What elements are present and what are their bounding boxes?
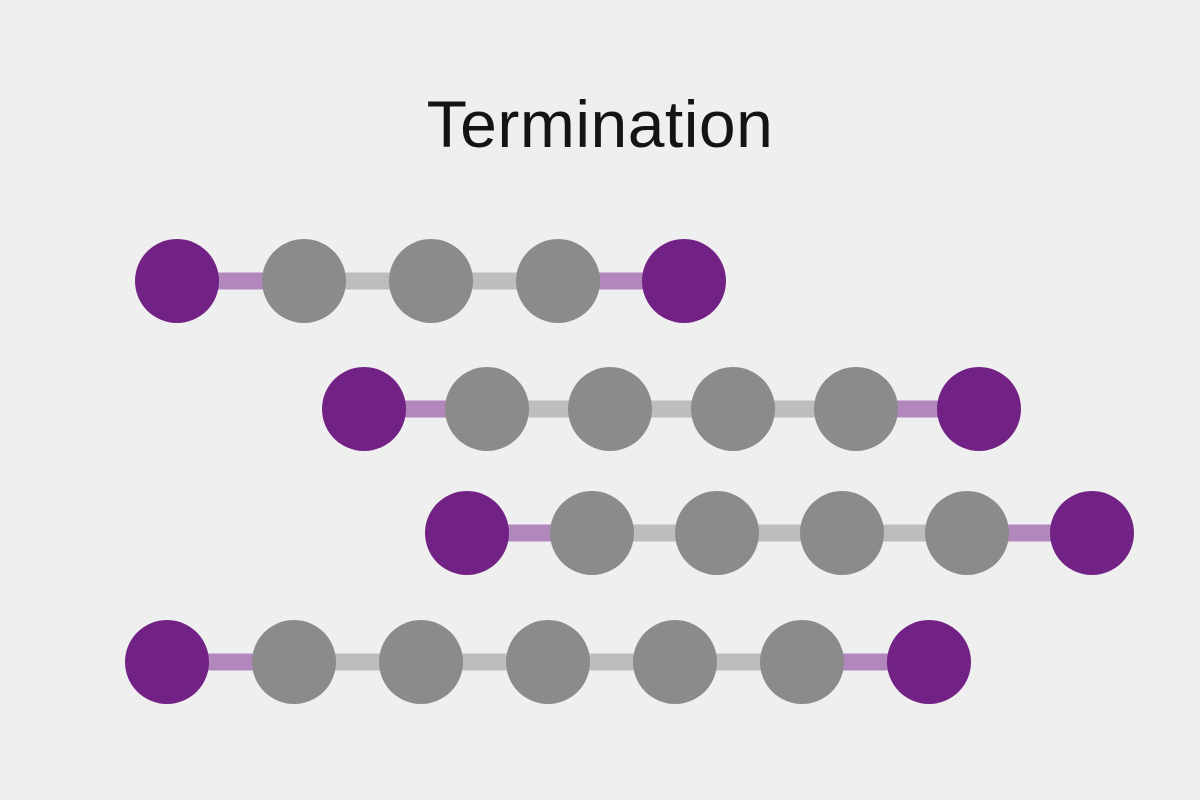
monomer-node	[252, 620, 336, 704]
monomer-node	[925, 491, 1009, 575]
diagram-title: Termination	[426, 87, 774, 161]
monomer-node	[691, 367, 775, 451]
monomer-node	[262, 239, 346, 323]
monomer-node	[506, 620, 590, 704]
end-group-node	[135, 239, 219, 323]
end-group-node	[425, 491, 509, 575]
monomer-node	[568, 367, 652, 451]
end-group-node	[125, 620, 209, 704]
monomer-node	[445, 367, 529, 451]
end-group-node	[1050, 491, 1134, 575]
monomer-node	[379, 620, 463, 704]
monomer-node	[814, 367, 898, 451]
end-group-node	[322, 367, 406, 451]
monomer-node	[516, 239, 600, 323]
monomer-node	[550, 491, 634, 575]
end-group-node	[937, 367, 1021, 451]
monomer-node	[760, 620, 844, 704]
monomer-node	[389, 239, 473, 323]
monomer-node	[633, 620, 717, 704]
monomer-node	[800, 491, 884, 575]
end-group-node	[642, 239, 726, 323]
end-group-node	[887, 620, 971, 704]
monomer-node	[675, 491, 759, 575]
